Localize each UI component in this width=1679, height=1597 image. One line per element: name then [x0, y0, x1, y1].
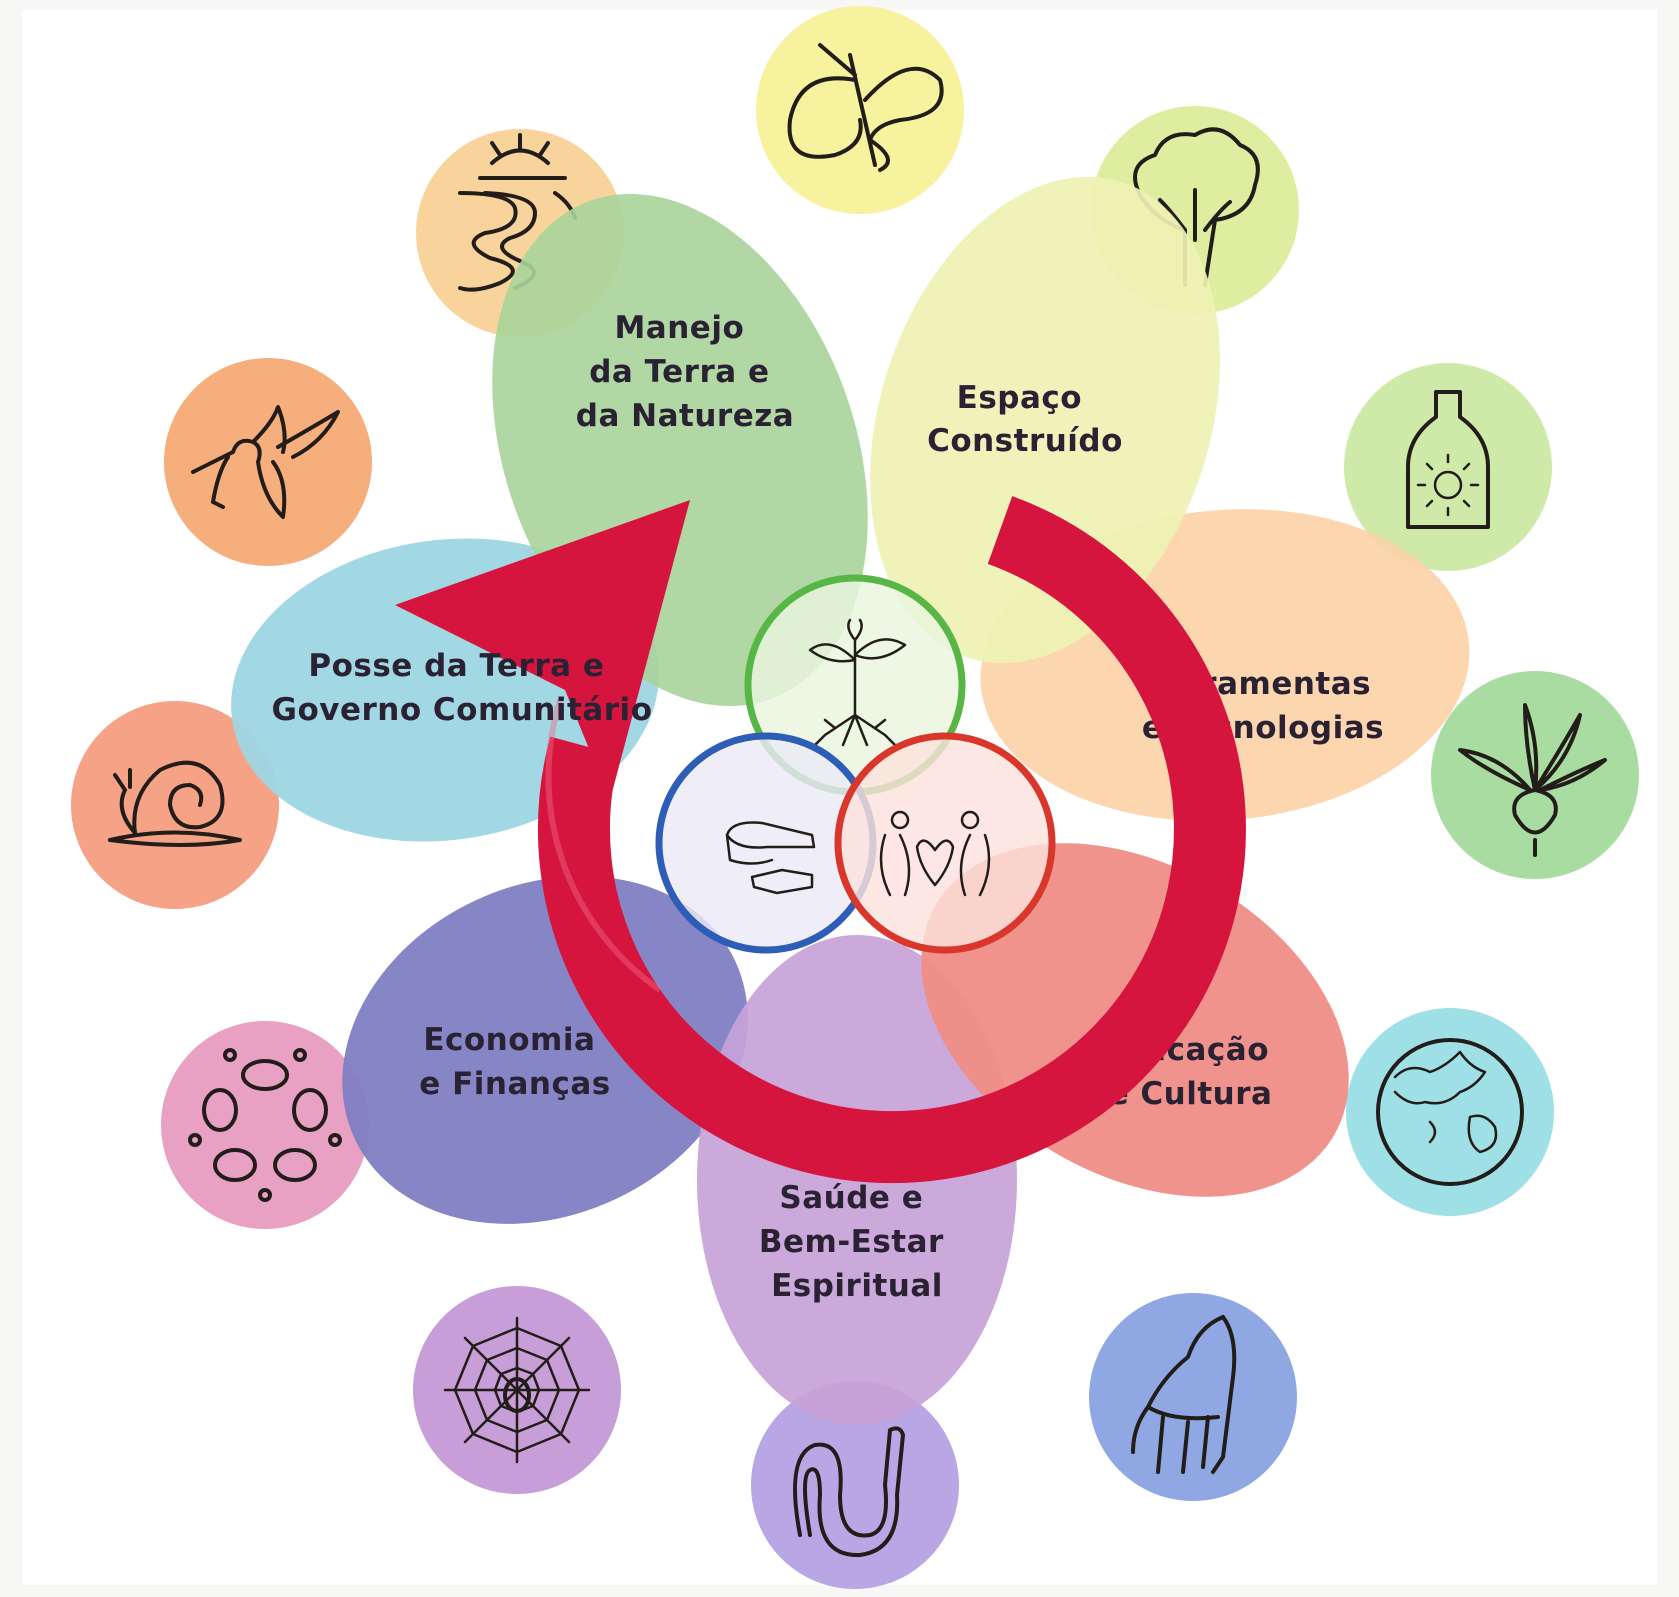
petal-label-manejo: Manejo da Terra e da Natureza: [576, 310, 794, 434]
hands-icon: [725, 821, 816, 895]
outer-circle-horse: [1089, 1293, 1297, 1501]
spider-web-icon: [443, 1316, 591, 1464]
globe-icon: [1376, 1038, 1524, 1186]
petal-label-economia: Economia e Finanças: [419, 1022, 610, 1102]
outer-circle-butterfly: [756, 6, 964, 214]
worm-icon: [793, 1426, 905, 1558]
petal-label-espaco: Espaço Construído: [927, 380, 1123, 459]
butterfly-icon: [787, 43, 944, 172]
hummingbird-icon: [191, 405, 340, 519]
center-circle-people: [834, 732, 1056, 954]
outer-circle-people-ring: [161, 1021, 369, 1229]
outer-circle-snail: [71, 701, 279, 909]
circle-of-people-icon: [188, 1048, 342, 1202]
outer-circle-hummingbird: [164, 358, 372, 566]
horse-icon: [1131, 1315, 1237, 1474]
outer-circle-worm: [751, 1381, 959, 1589]
people-heart-icon: [879, 810, 991, 897]
outer-circle-globe: [1346, 1008, 1554, 1216]
beet-plant-icon: [1458, 703, 1607, 857]
petal-label-saude: Saúde e Bem-Estar Espiritual: [759, 1180, 955, 1304]
outer-circle-spider: [413, 1286, 621, 1494]
center-trio: [655, 574, 1056, 954]
petal-label-posse: Posse da Terra e Governo Comunitário: [272, 648, 653, 728]
outer-circle-bottle: [1344, 363, 1552, 571]
snail-icon: [108, 760, 242, 847]
petal-espaco: [870, 176, 1220, 664]
cycle-arrow: [395, 496, 1246, 1184]
bottle-sun-icon: [1406, 390, 1490, 529]
outer-circle-beet: [1431, 671, 1639, 879]
seedling-roots-icon: [808, 618, 907, 747]
petal-economia: [342, 876, 748, 1224]
